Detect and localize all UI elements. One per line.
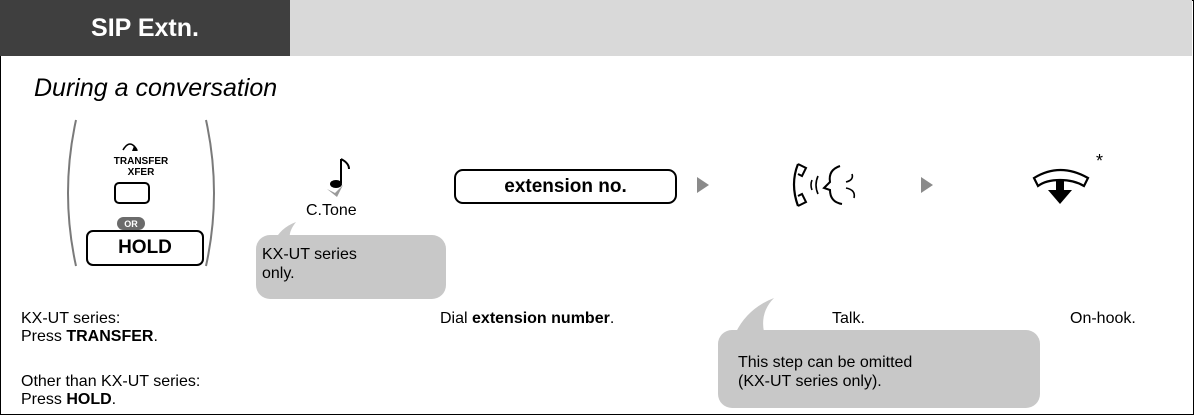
press-ut-suffix: .	[153, 328, 158, 345]
transfer-label-line2: XFER	[127, 167, 155, 178]
confirmation-tone-label: C.Tone	[306, 202, 357, 219]
omit-callout-line2: (KX-UT series only).	[738, 373, 882, 390]
on-hook-icon	[1032, 168, 1090, 204]
press-other-caption: Other than KX-UT series: Press HOLD.	[21, 373, 200, 409]
header-bar: SIP Extn.	[0, 0, 1192, 56]
arrow-right-icon-2	[921, 177, 933, 193]
hold-button[interactable]: HOLD	[86, 230, 204, 266]
header-tab: SIP Extn.	[0, 0, 290, 56]
transfer-arrow-icon	[122, 143, 138, 151]
ut-callout-line1: KX-UT series	[262, 246, 357, 263]
ut-only-callout: KX-UT series only.	[256, 235, 446, 299]
transfer-key-label: TRANSFER XFER	[62, 156, 220, 178]
press-ut-line1: KX-UT series:	[21, 310, 121, 327]
dial-prefix: Dial	[440, 310, 473, 327]
press-other-prefix: Press	[21, 391, 67, 408]
callout-pointer-omit	[736, 298, 774, 332]
omit-step-callout: This step can be omitted (KX-UT series o…	[718, 330, 1040, 408]
transfer-label-line1: TRANSFER	[113, 156, 169, 167]
procedure-title: During a conversation	[34, 74, 278, 102]
dial-bold: extension number	[472, 310, 610, 327]
talk-icon	[792, 163, 856, 207]
extension-number-box[interactable]: extension no.	[454, 169, 677, 204]
arrow-right-icon	[697, 177, 709, 193]
press-ut-key: TRANSFER	[66, 328, 154, 345]
confirmation-tone-icon	[327, 158, 350, 197]
press-other-line1: Other than KX-UT series:	[21, 373, 201, 390]
talk-caption: Talk.	[832, 310, 865, 327]
omit-callout-line1: This step can be omitted	[738, 354, 913, 371]
bracket-lines-icon	[67, 119, 215, 267]
press-other-suffix: .	[111, 391, 117, 408]
press-ut-line2: Press TRANSFER.	[21, 328, 158, 346]
transfer-button[interactable]	[114, 182, 150, 204]
dial-suffix: .	[609, 310, 615, 327]
on-hook-caption: On-hook.	[1070, 310, 1136, 327]
footnote-asterisk: *	[1096, 151, 1104, 171]
phone-keys-group: TRANSFER XFER OR HOLD	[62, 118, 220, 268]
dial-caption: Dial extension number.	[440, 310, 614, 328]
press-ut-caption: KX-UT series: Press TRANSFER.	[21, 310, 158, 346]
press-other-key: HOLD	[66, 391, 112, 408]
or-badge: OR	[117, 217, 145, 230]
press-other-line2: Press HOLD.	[21, 391, 200, 409]
press-ut-prefix: Press	[21, 328, 67, 345]
ut-callout-line2: only.	[262, 265, 295, 282]
